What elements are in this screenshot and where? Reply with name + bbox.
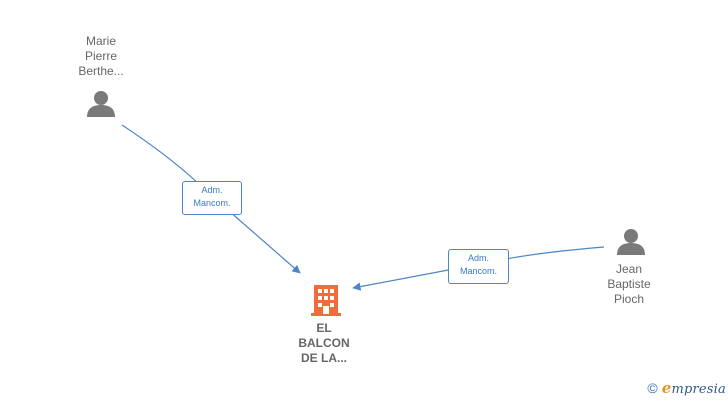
- edge-role-label[interactable]: Adm. Mancom.: [182, 181, 242, 215]
- name-line: Marie: [85, 34, 116, 48]
- name-line: Pioch: [613, 292, 645, 306]
- role-line: Mancom.: [193, 198, 231, 208]
- person-node-label[interactable]: Jean Baptiste Pioch: [594, 262, 664, 307]
- copyright-icon: ©: [647, 380, 658, 396]
- person-icon[interactable]: [87, 91, 115, 117]
- role-line: Adm.: [467, 253, 489, 263]
- edge-role-label[interactable]: Adm. Mancom.: [448, 249, 509, 284]
- name-line: Berthe...: [78, 64, 124, 78]
- logo-letter: e: [661, 379, 672, 397]
- person-icon[interactable]: [617, 229, 645, 255]
- name-line: Jean: [615, 262, 643, 276]
- person-node-label[interactable]: Marie Pierre Berthe...: [66, 34, 136, 79]
- name-line: EL: [316, 321, 332, 335]
- building-icon[interactable]: [311, 285, 341, 316]
- name-line: BALCON: [298, 336, 350, 350]
- role-line: Adm.: [201, 185, 223, 195]
- name-line: Baptiste: [607, 277, 651, 291]
- name-line: DE LA...: [300, 351, 347, 365]
- brand-watermark: © empresia: [647, 379, 726, 397]
- role-line: Mancom.: [459, 266, 497, 276]
- name-line: Pierre: [84, 49, 117, 63]
- brand-logo: empresia: [662, 379, 726, 397]
- logo-text: mpresia: [671, 382, 726, 397]
- company-node-label[interactable]: EL BALCON DE LA...: [284, 321, 364, 366]
